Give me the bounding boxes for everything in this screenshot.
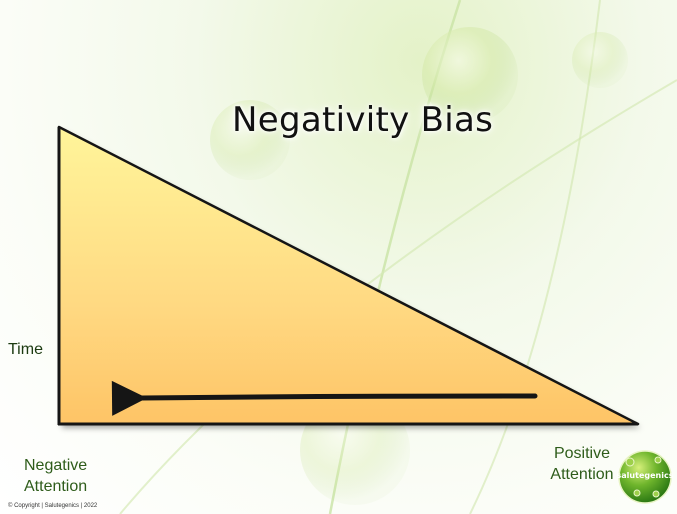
logo-text: salutegenics: [616, 471, 674, 480]
triangle-hypotenuse: [57, 125, 640, 426]
time-axis-label: Time: [8, 341, 43, 358]
negative-attention-label: Negative Attention: [24, 455, 87, 497]
negative-attention-line1: Negative: [24, 457, 88, 474]
positive-attention-line2: Attention: [550, 466, 614, 483]
logo-orb-icon: [618, 450, 672, 504]
slide-title: Negativity Bias: [232, 100, 494, 140]
salutegenics-logo: salutegenics: [616, 448, 674, 506]
negative-attention-line2: Attention: [24, 478, 88, 495]
positive-attention-line1: Positive: [553, 445, 611, 462]
copyright-notice: © Copyright | Salutegenics | 2022: [8, 503, 98, 509]
positive-attention-label: Positive Attention: [532, 443, 632, 485]
negativity-arrow: [111, 380, 538, 416]
